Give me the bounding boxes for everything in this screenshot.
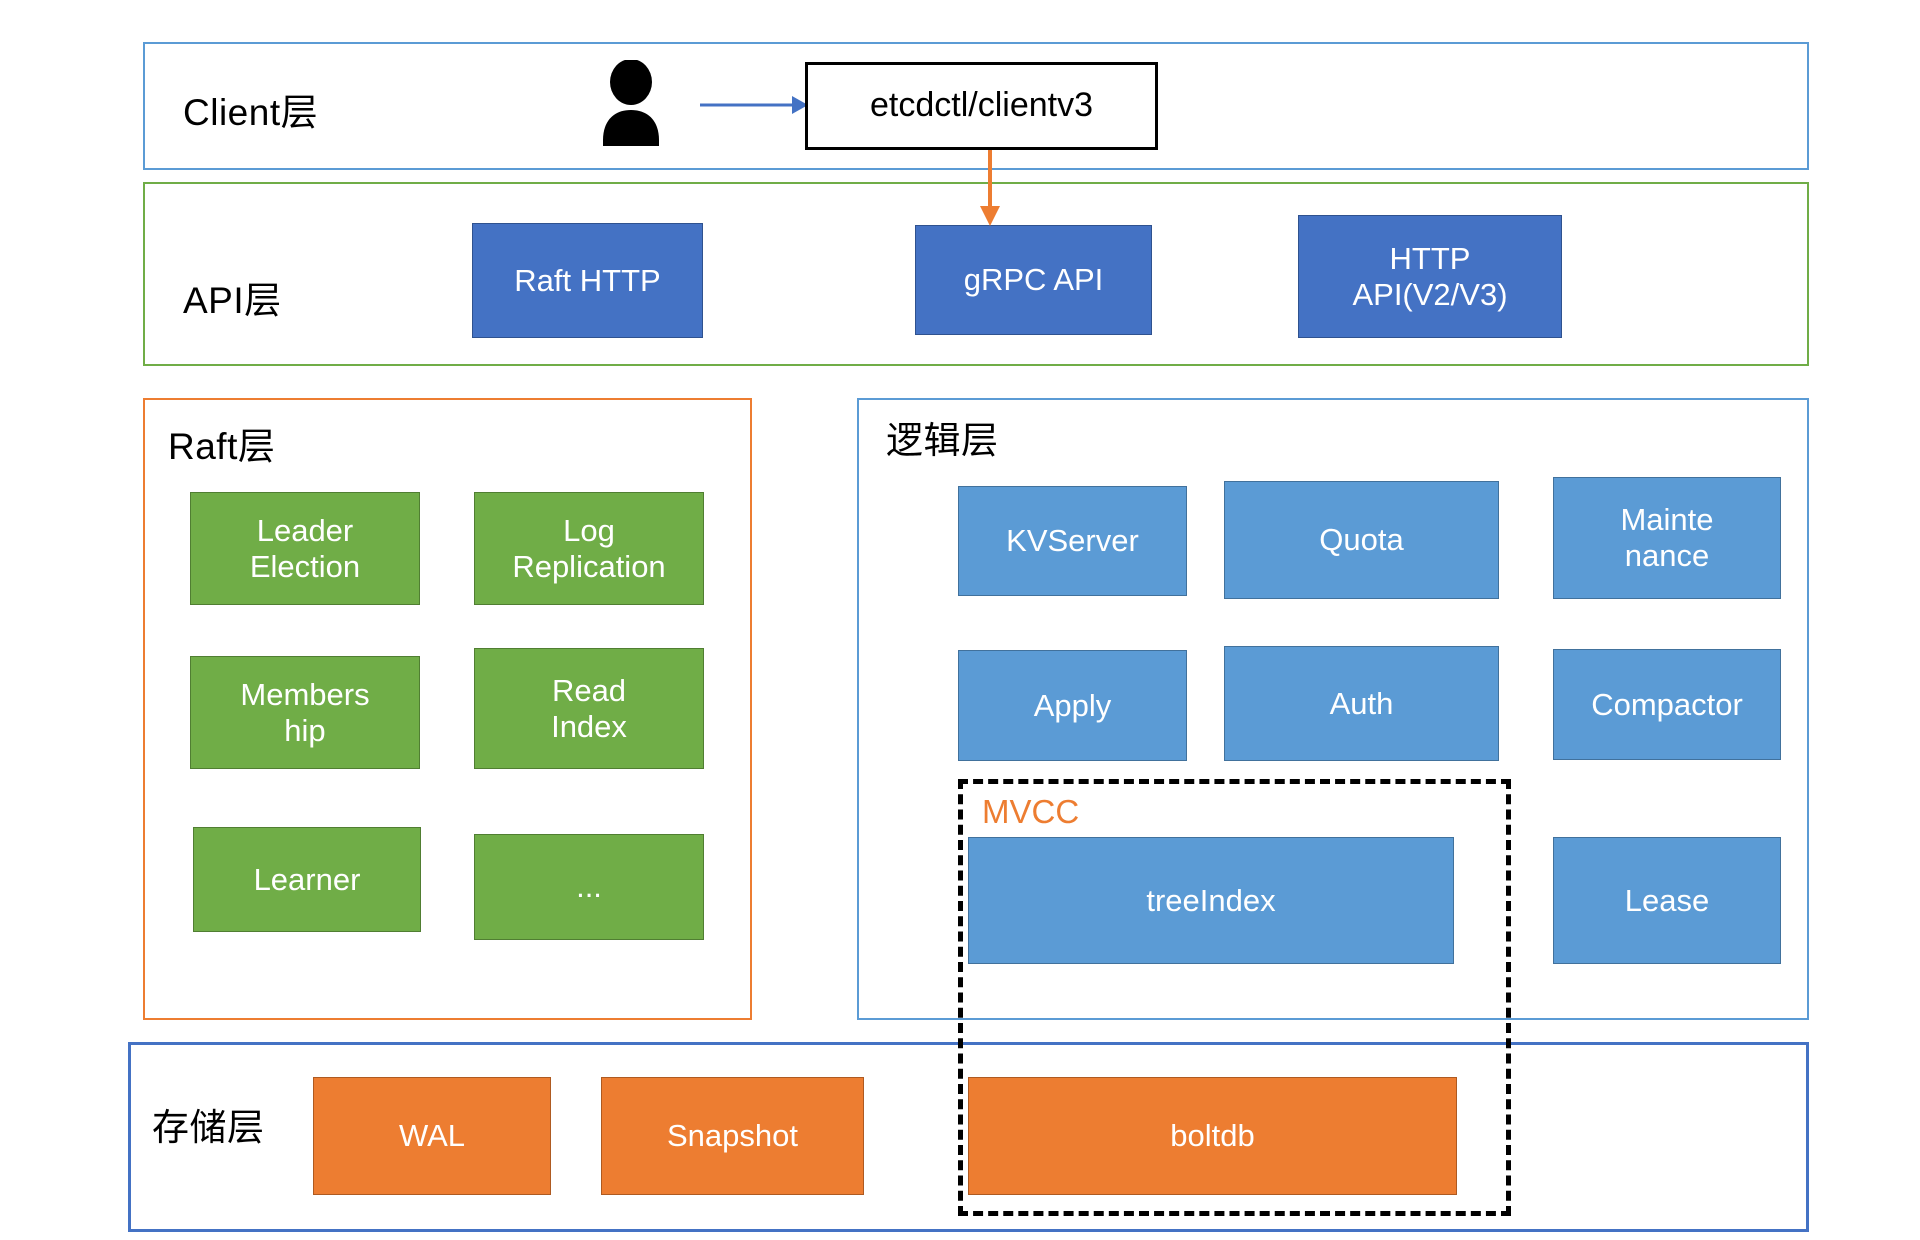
raft-box-membership[interactable]: Members hip (190, 656, 420, 769)
logic-box-kvserver[interactable]: KVServer (958, 486, 1187, 596)
api-layer-title: API层 (183, 280, 282, 321)
raft-box-ellipsis[interactable]: ... (474, 834, 704, 940)
logic-box-lease[interactable]: Lease (1553, 837, 1781, 964)
raft-box-leader-election[interactable]: Leader Election (190, 492, 420, 605)
logic-box-compactor[interactable]: Compactor (1553, 649, 1781, 760)
logic-layer-title: 逻辑层 (886, 420, 999, 461)
mvcc-label: MVCC (982, 793, 1080, 830)
api-box-raft-http[interactable]: Raft HTTP (472, 223, 703, 338)
logic-box-quota[interactable]: Quota (1224, 481, 1499, 599)
logic-box-treeindex[interactable]: treeIndex (968, 837, 1454, 964)
storage-box-wal[interactable]: WAL (313, 1077, 551, 1195)
mvcc-region (958, 779, 1511, 1216)
api-box-grpc-api[interactable]: gRPC API (915, 225, 1152, 335)
logic-box-auth[interactable]: Auth (1224, 646, 1499, 761)
etcdctl-to-grpc-arrow-icon (980, 150, 1000, 226)
client-to-etcdctl-arrow-icon (700, 96, 808, 114)
storage-layer-title: 存储层 (152, 1107, 265, 1148)
api-box-http-api[interactable]: HTTP API(V2/V3) (1298, 215, 1562, 338)
raft-layer-title: Raft层 (168, 426, 276, 467)
storage-box-boltdb[interactable]: boltdb (968, 1077, 1457, 1195)
raft-box-log-replication[interactable]: Log Replication (474, 492, 704, 605)
logic-box-maintenance[interactable]: Mainte nance (1553, 477, 1781, 599)
raft-box-learner[interactable]: Learner (193, 827, 421, 932)
person-icon (603, 60, 659, 146)
raft-box-read-index[interactable]: Read Index (474, 648, 704, 769)
etcdctl-clientv3-box[interactable]: etcdctl/clientv3 (805, 62, 1158, 150)
storage-box-snapshot[interactable]: Snapshot (601, 1077, 864, 1195)
client-layer-title: Client层 (183, 92, 319, 133)
logic-box-apply[interactable]: Apply (958, 650, 1187, 761)
